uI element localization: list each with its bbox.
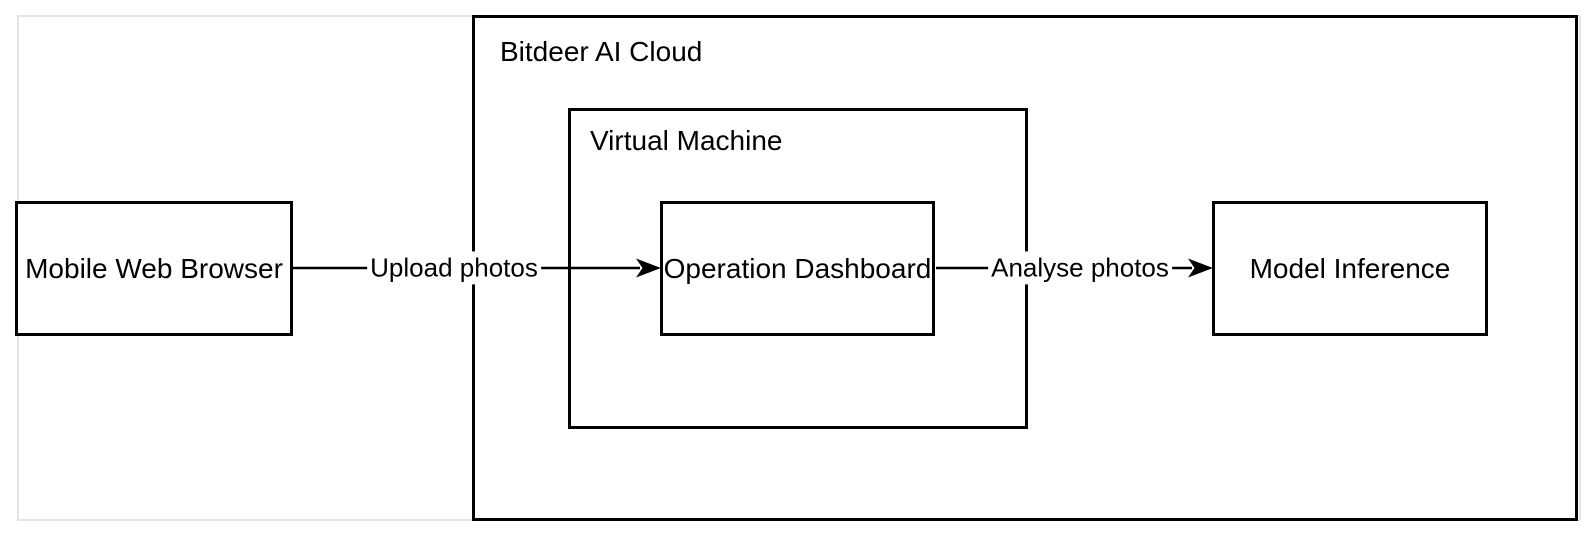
node-label: Operation Dashboard [663,252,932,284]
node-model-inference: Model Inference [1212,201,1488,336]
node-operation-dashboard: Operation Dashboard [660,201,935,336]
node-label: Mobile Web Browser [25,252,283,284]
node-mobile-web-browser: Mobile Web Browser [15,201,293,336]
node-label: Model Inference [1249,252,1451,284]
edge-label-upload: Upload photos [367,251,541,285]
vm-container-label: Virtual Machine [590,125,783,156]
edge-label-analyse: Analyse photos [988,251,1172,285]
cloud-container-label: Bitdeer AI Cloud [500,36,703,67]
